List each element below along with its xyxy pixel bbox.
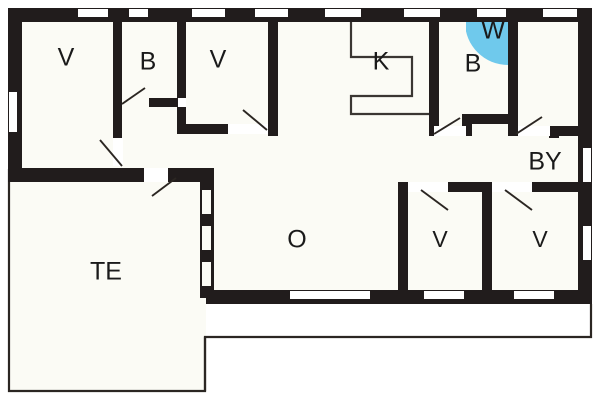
floor-fills bbox=[8, 8, 592, 392]
door-swing-bed-2 bbox=[504, 189, 533, 211]
room-label-by-utility: BY bbox=[528, 148, 562, 176]
door-swing-v1 bbox=[99, 139, 123, 167]
door-swing-bed-1 bbox=[420, 189, 449, 211]
window-top-4 bbox=[255, 9, 288, 17]
room-label-v-top-left: V bbox=[58, 44, 75, 72]
door-swing-bath-right bbox=[433, 117, 461, 135]
wall-bath-left bbox=[429, 22, 439, 136]
wall-by-step bbox=[549, 126, 559, 138]
wall-bath-right bbox=[508, 22, 518, 136]
window-left-1 bbox=[9, 92, 17, 132]
door-opening-v2 bbox=[228, 124, 268, 134]
door-opening-by bbox=[518, 126, 550, 136]
window-top-5 bbox=[325, 9, 361, 17]
door-swing-by bbox=[515, 116, 543, 135]
room-labels: V B V K B W BY O V V TE bbox=[58, 17, 562, 286]
window-right-1 bbox=[583, 148, 591, 182]
room-label-v-top-second: V bbox=[210, 46, 227, 74]
room-label-v-bottom-right: V bbox=[532, 226, 548, 252]
kitchen-counter-outline bbox=[349, 22, 429, 116]
door-hinge-bath-top bbox=[113, 100, 122, 109]
window-top-3 bbox=[192, 9, 225, 17]
door-opening-b bbox=[178, 98, 186, 107]
terrace-outline-group bbox=[7, 169, 593, 393]
window-top-7 bbox=[477, 9, 506, 17]
wall-bath-bottom-right bbox=[462, 114, 518, 124]
terrace-slot-2 bbox=[202, 226, 211, 250]
room-label-b-top-right: B bbox=[465, 50, 482, 78]
room-label-o-living: O bbox=[287, 226, 306, 254]
door-opening-hall bbox=[144, 168, 168, 182]
whirlpool-basin bbox=[466, 22, 508, 65]
whirlpool-group bbox=[466, 22, 508, 65]
wall-v1-b-divider bbox=[113, 22, 122, 140]
door-swing-hall bbox=[151, 177, 177, 197]
window-top-6 bbox=[404, 9, 440, 17]
door-swing-bath-top bbox=[121, 87, 146, 105]
window-bottom-3 bbox=[514, 291, 554, 299]
terrace-slot-3 bbox=[202, 262, 211, 286]
wall-left-lower-joint bbox=[8, 168, 22, 180]
room-label-te-terrace: TE bbox=[90, 258, 122, 286]
window-openings bbox=[9, 9, 591, 299]
door-opening-bed-1 bbox=[408, 182, 448, 192]
room-label-b-top-bath: B bbox=[140, 48, 157, 76]
wall-b-v2-divider bbox=[177, 22, 186, 134]
wall-v2-right bbox=[268, 22, 278, 136]
door-opening-bath bbox=[434, 126, 466, 136]
window-top-1 bbox=[78, 9, 108, 17]
window-bottom-1 bbox=[290, 291, 370, 299]
wall-bedroom-divider-1 bbox=[398, 182, 408, 294]
kitchen-counter bbox=[349, 22, 429, 116]
floor-area-main bbox=[8, 8, 592, 392]
room-label-k-kitchen: K bbox=[373, 48, 390, 76]
wall-left-upper bbox=[8, 8, 22, 170]
room-label-v-bottom-left: V bbox=[432, 226, 448, 252]
door-swing-v2 bbox=[242, 109, 268, 131]
window-top-2 bbox=[129, 9, 148, 17]
door-opening-bed-2 bbox=[492, 182, 532, 192]
wall-top-outer bbox=[8, 8, 592, 22]
wall-hall-living bbox=[8, 168, 214, 182]
wall-bath-step bbox=[462, 114, 472, 136]
window-right-2 bbox=[583, 226, 591, 260]
window-bottom-2 bbox=[424, 291, 464, 299]
window-top-8 bbox=[543, 9, 577, 17]
wall-v2-bottom bbox=[177, 124, 268, 134]
room-label-w-whirlpool: W bbox=[481, 17, 505, 45]
terrace-slot-1 bbox=[202, 190, 211, 214]
door-swings bbox=[99, 87, 543, 211]
door-opening-v1 bbox=[113, 138, 123, 166]
wall-b-bottom-stub bbox=[149, 98, 186, 107]
wall-bedroom-divider-2 bbox=[482, 182, 492, 294]
